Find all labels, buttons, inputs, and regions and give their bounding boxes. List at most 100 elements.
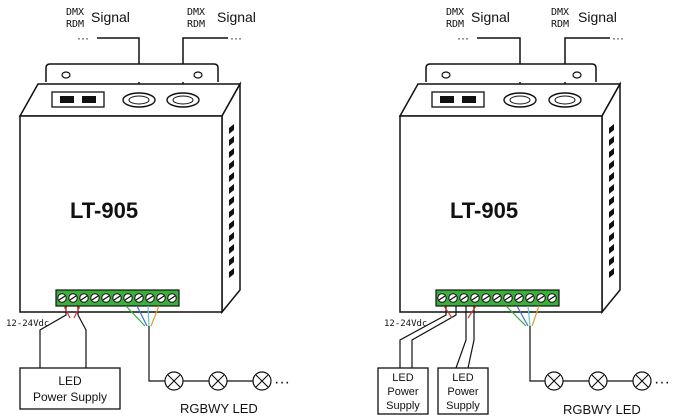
power-supply-box — [19, 367, 121, 410]
signal-out-protocol-bottom: RDM — [187, 19, 205, 30]
terminal-screw-slot — [504, 295, 512, 301]
vent-slot — [609, 208, 614, 218]
signal-out-ellipsis: ··· — [612, 31, 624, 45]
led-lamp-cross — [635, 374, 649, 388]
power-wire-pos — [77, 306, 87, 368]
terminal-screw-slot — [460, 295, 468, 301]
rj45-port-icon — [82, 96, 96, 103]
power-supply-box — [377, 367, 429, 415]
vent-slot — [229, 124, 234, 134]
wire-cyan — [147, 305, 150, 327]
power-supply-1-line2: Power — [387, 386, 419, 398]
rj45-port-icon — [440, 96, 454, 103]
vent-slot — [609, 244, 614, 254]
signal-out-ellipsis: ··· — [230, 31, 242, 45]
vent-slot — [229, 220, 234, 230]
power-supply-line1: LED — [58, 374, 82, 388]
wire-red — [443, 305, 453, 319]
signal-in-protocol-bottom: RDM — [66, 19, 84, 30]
vent-slot — [609, 268, 614, 278]
diagram-right: DMX RDM Signal ··· DMX RDM Signal ··· LT… — [377, 7, 670, 417]
signal-out-protocol-top: DMX — [187, 7, 205, 18]
terminal-screw-slot — [113, 295, 121, 301]
signal-out-protocol-top: DMX — [551, 7, 569, 18]
wire-red — [63, 305, 71, 319]
power-supply-2-line2: Power — [447, 386, 479, 398]
mounting-hole-icon — [572, 71, 582, 79]
rj45-port-icon — [60, 96, 74, 103]
terminal-screw-slot — [515, 295, 523, 301]
led-lamp-cross — [591, 374, 605, 388]
led-lamp-cross — [211, 374, 225, 388]
wire-red — [73, 305, 81, 319]
cooling-vents — [229, 124, 234, 278]
led-lamp-cross — [255, 374, 269, 388]
terminal-screw-slot — [91, 295, 99, 301]
vent-slot — [229, 172, 234, 182]
power-wire-c — [455, 306, 467, 369]
wire-blue — [516, 305, 529, 327]
xlr-port-inner — [509, 95, 531, 105]
power-supply-2-line1: LED — [452, 372, 473, 384]
xlr-port-inner — [128, 95, 150, 105]
vent-slot — [229, 208, 234, 218]
device-front-face — [399, 115, 603, 313]
signal-in-protocol-bottom: RDM — [446, 19, 464, 30]
power-wire-neg — [39, 306, 67, 368]
rj45-port-block — [51, 91, 105, 108]
vent-slot — [609, 136, 614, 146]
vent-slot — [229, 136, 234, 146]
led-chain — [544, 371, 652, 391]
terminal-screw-slot — [526, 295, 534, 301]
vent-slot — [229, 244, 234, 254]
signal-out-label: Signal — [217, 9, 256, 25]
terminal-block — [435, 289, 560, 307]
device-side-face — [221, 81, 241, 315]
power-supply-2-line3: Supply — [446, 400, 480, 412]
signal-out-protocol-bottom: RDM — [551, 19, 569, 30]
terminal-screw-slot — [146, 295, 154, 301]
mounting-hole-icon — [441, 71, 451, 79]
vent-slot — [229, 196, 234, 206]
wire-green — [505, 305, 527, 327]
xlr-port-out-icon — [548, 92, 582, 108]
signal-out-label: Signal — [578, 9, 617, 25]
led-ellipsis: ··· — [654, 374, 670, 391]
vent-slot — [229, 184, 234, 194]
vent-slot — [609, 256, 614, 266]
rj45-port-icon — [462, 96, 476, 103]
led-ellipsis: ··· — [274, 374, 290, 391]
led-label: RGBWY LED — [563, 402, 641, 417]
wire-cyan — [527, 305, 531, 327]
vent-slot — [609, 220, 614, 230]
xlr-port-inner — [172, 95, 194, 105]
power-supply-1-line3: Supply — [386, 400, 420, 412]
vent-slot — [609, 148, 614, 158]
cooling-vents — [609, 124, 614, 278]
terminal-block — [55, 289, 180, 307]
vent-slot — [609, 232, 614, 242]
terminal-screw-slot — [537, 295, 545, 301]
vent-slot — [609, 124, 614, 134]
power-wire-a — [399, 306, 447, 368]
vent-slot — [229, 148, 234, 158]
power-supply-1-line1: LED — [392, 372, 413, 384]
terminal-screw-slot — [157, 295, 165, 301]
mounting-flange — [425, 63, 597, 82]
signal-in-label: Signal — [91, 9, 130, 25]
mounting-flange — [45, 63, 219, 82]
terminal-screw-slot — [471, 295, 479, 301]
vent-slot — [609, 160, 614, 170]
wire-orange — [531, 305, 540, 327]
terminal-screw-slot — [493, 295, 501, 301]
power-supply-box — [437, 367, 489, 415]
terminal-screw-slot — [102, 295, 110, 301]
terminal-screw-slot — [58, 295, 66, 301]
signal-in-protocol-top: DMX — [446, 7, 464, 18]
wire-orange — [150, 305, 160, 327]
wire-green — [125, 305, 146, 327]
vent-slot — [609, 184, 614, 194]
voltage-label: 12-24Vdc — [384, 319, 427, 329]
power-wire-d — [467, 306, 475, 369]
